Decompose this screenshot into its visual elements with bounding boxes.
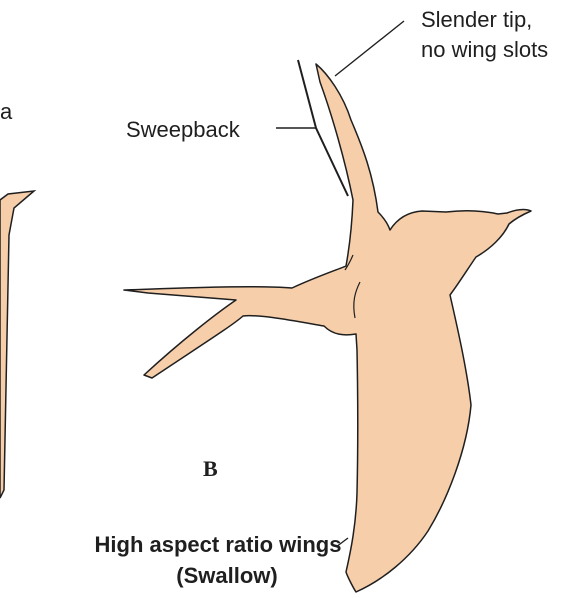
swallow-silhouette	[124, 64, 531, 592]
caption-subtitle: (Swallow)	[176, 563, 277, 588]
panel-letter-label: B	[203, 456, 218, 481]
slender-tip-label-line2: no wing slots	[421, 37, 548, 62]
caption-title: High aspect ratio wings	[95, 532, 342, 557]
sweepback-label: Sweepback	[126, 117, 241, 142]
edge-fragment-label: a	[0, 99, 13, 124]
partial-bird-silhouette	[0, 191, 34, 498]
tip-leader-line	[335, 21, 404, 76]
slender-tip-label-line1: Slender tip,	[421, 7, 532, 32]
